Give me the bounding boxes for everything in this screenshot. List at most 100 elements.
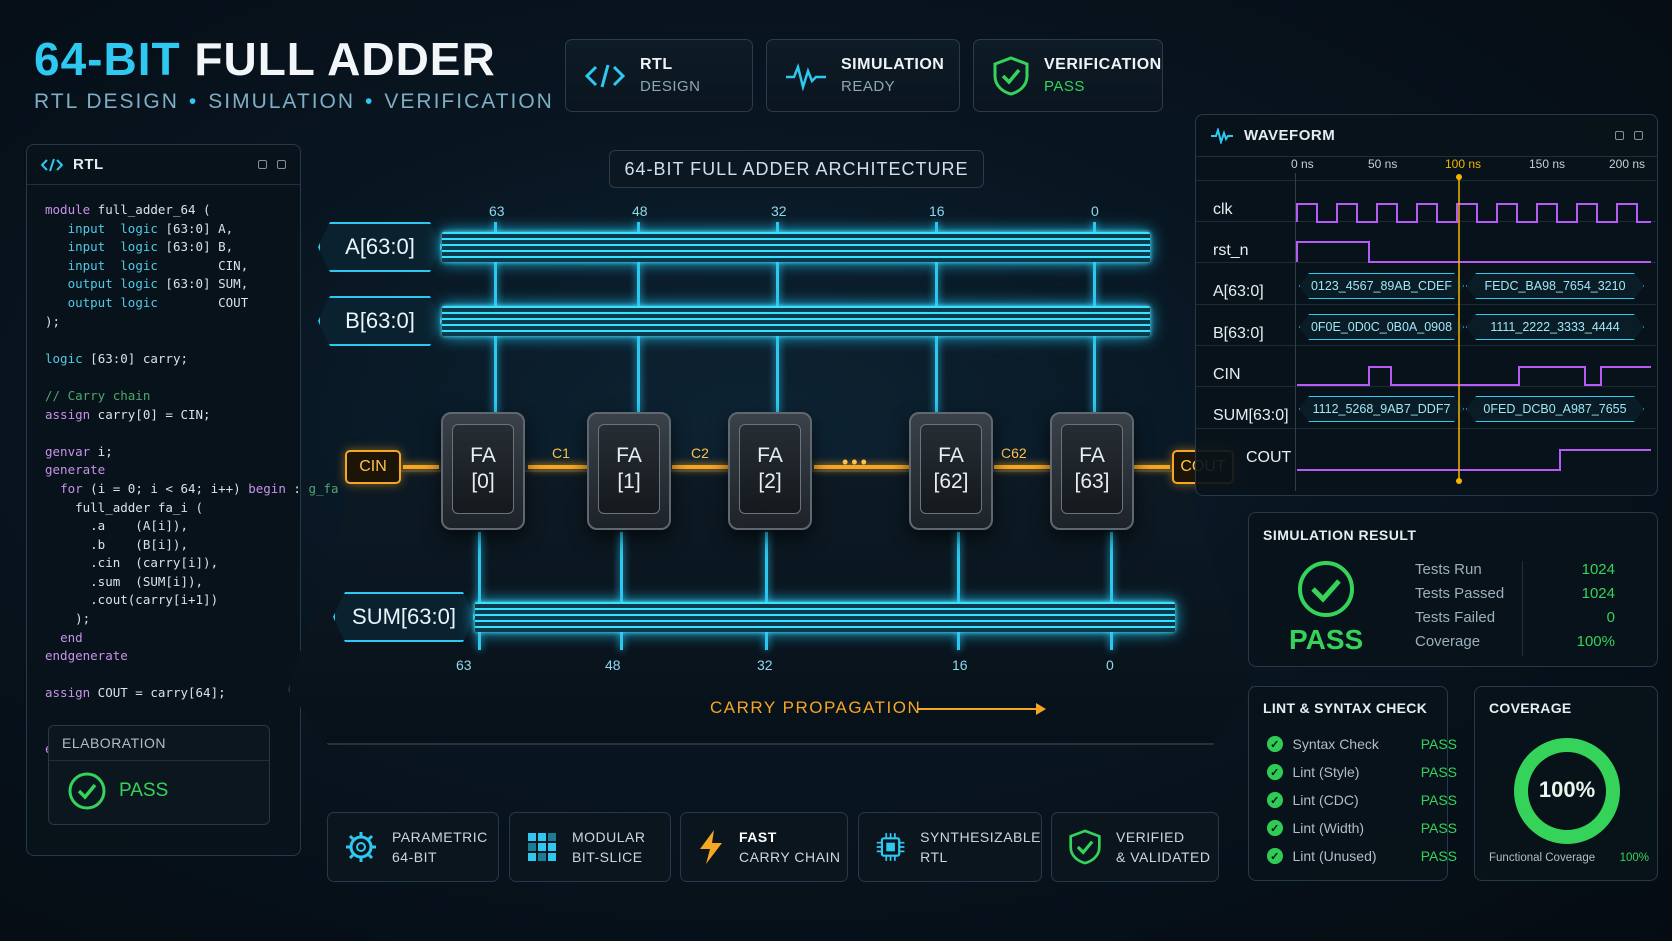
signal-name: SUM[63:0]	[1213, 407, 1289, 424]
bit-tick-top: 48	[632, 203, 648, 219]
window-controls[interactable]	[258, 160, 286, 169]
fa-name: FA	[616, 444, 642, 467]
bit-tick-bottom: 48	[605, 657, 621, 673]
feature-line2: RTL	[920, 849, 948, 865]
time-marker-foot	[1456, 478, 1462, 484]
lint-status: PASS	[1420, 792, 1457, 808]
lint-status: PASS	[1420, 764, 1457, 780]
b-value: 1111_2222_3333_4444	[1466, 314, 1644, 340]
rtl-panel: RTL module full_adder_64 ( input logic […	[26, 144, 339, 856]
fa-name: FA	[938, 444, 964, 467]
fa-cell[interactable]: FA [2]	[728, 412, 812, 530]
badge-sub: PASS	[1044, 78, 1085, 95]
code-icon	[41, 158, 63, 171]
maximize-icon[interactable]	[277, 160, 286, 169]
coverage-panel: COVERAGE 100% Functional Coverage 100%	[1474, 686, 1658, 881]
a-value: 0123_4567_89AB_CDEF	[1299, 273, 1464, 299]
lint-status: PASS	[1420, 848, 1457, 864]
fa-cell[interactable]: FA[0]	[441, 412, 525, 530]
fa-index: [2]	[758, 470, 782, 493]
page-title: 64-BIT FULL ADDER	[34, 32, 496, 86]
elaboration-status: PASS	[119, 780, 169, 801]
lint-item: ✓Lint (Width)PASS	[1267, 820, 1457, 836]
signal-name: B[63:0]	[1213, 325, 1264, 342]
waveform-panel: WAVEFORM 0 ns 50 ns 100 ns 150 ns 200 ns…	[1195, 114, 1658, 496]
feature-verified[interactable]: VERIFIED& VALIDATED	[1051, 812, 1219, 882]
feature-parametric[interactable]: PARAMETRIC 64-BIT	[327, 812, 499, 882]
carry-arrow	[672, 465, 730, 469]
verification-badge[interactable]: VERIFICATION PASS	[973, 39, 1163, 112]
simulation-status: PASS	[1289, 624, 1364, 655]
bus-b	[442, 306, 1150, 336]
signal-name: A[63:0]	[1213, 283, 1264, 300]
check-circle-icon	[68, 772, 106, 810]
rtl-panel-header: RTL	[27, 145, 300, 185]
elaboration-box: ELABORATION PASS	[48, 725, 270, 825]
coverage-donut	[1514, 738, 1620, 844]
carry-arrow	[528, 465, 588, 469]
cin-box: CIN	[345, 450, 401, 484]
fa-index: [0]	[471, 470, 495, 493]
carry-propagation-label: CARRY PROPAGATION	[710, 698, 922, 717]
window-controls[interactable]	[1615, 131, 1643, 140]
wire	[1110, 532, 1113, 650]
lint-item: ✓Lint (Unused)PASS	[1267, 848, 1457, 864]
time-marker-head	[1456, 174, 1462, 180]
check-circle-icon	[1298, 561, 1354, 617]
rtl-panel-title: RTL	[73, 156, 104, 173]
wave-divider	[1196, 180, 1656, 181]
waveform-header: WAVEFORM	[1196, 115, 1657, 157]
check-icon: ✓	[1267, 820, 1283, 836]
elaboration-label: ELABORATION	[49, 726, 269, 761]
stat-value: 100%	[1576, 633, 1615, 650]
carry-label: C62	[1001, 445, 1027, 461]
subtitle-verification: VERIFICATION	[384, 90, 554, 113]
lint-title: LINT & SYNTAX CHECK	[1263, 700, 1428, 716]
bit-tick-top: 16	[929, 203, 945, 219]
carry-propagation-arrow	[918, 708, 1038, 710]
lint-item: ✓Lint (CDC)PASS	[1267, 792, 1457, 808]
fa-cell[interactable]: FA [62]	[909, 412, 993, 530]
feature-line2: 64-BIT	[392, 849, 438, 865]
minimize-icon[interactable]	[258, 160, 267, 169]
rtl-code[interactable]: module full_adder_64 ( input logic [63:0…	[45, 202, 339, 756]
maximize-icon[interactable]	[1634, 131, 1643, 140]
fa-cell[interactable]: FA[1]	[587, 412, 671, 530]
wave-divider	[1196, 345, 1656, 346]
carry-arrow	[814, 465, 910, 469]
fa-name: FA	[757, 444, 783, 467]
shield-check-icon	[1069, 829, 1101, 865]
feature-line1: PARAMETRIC	[392, 829, 488, 845]
feature-line2: CARRY CHAIN	[739, 849, 841, 865]
clk-trace	[1296, 203, 1651, 223]
check-icon: ✓	[1267, 848, 1283, 864]
bit-tick-top: 0	[1091, 203, 1099, 219]
page-subtitle: RTL DESIGN•SIMULATION•VERIFICATION	[34, 90, 554, 113]
stat-divider	[1522, 561, 1523, 656]
wire	[957, 532, 960, 650]
stat-value: 1024	[1581, 561, 1615, 578]
bit-tick-bottom: 0	[1106, 657, 1114, 673]
sum-value: 1112_5268_9AB7_DDF7	[1299, 396, 1464, 422]
waveform-traces	[1296, 174, 1651, 484]
stat-label: Tests Failed	[1415, 609, 1496, 626]
a-value: FEDC_BA98_7654_3210	[1466, 273, 1644, 299]
title-accent: 64-BIT	[34, 33, 181, 85]
gear-icon	[346, 832, 376, 862]
fa-index: [62]	[933, 470, 969, 493]
carry-arrow	[1134, 465, 1170, 469]
bit-tick-bottom: 16	[952, 657, 968, 673]
lint-label: Lint (CDC)	[1292, 792, 1359, 808]
fa-cell[interactable]: FA[63]	[1050, 412, 1134, 530]
stat-label: Tests Run	[1415, 561, 1482, 578]
badge-title: VERIFICATION	[1044, 56, 1162, 73]
minimize-icon[interactable]	[1615, 131, 1624, 140]
lint-label: Lint (Style)	[1292, 764, 1360, 780]
